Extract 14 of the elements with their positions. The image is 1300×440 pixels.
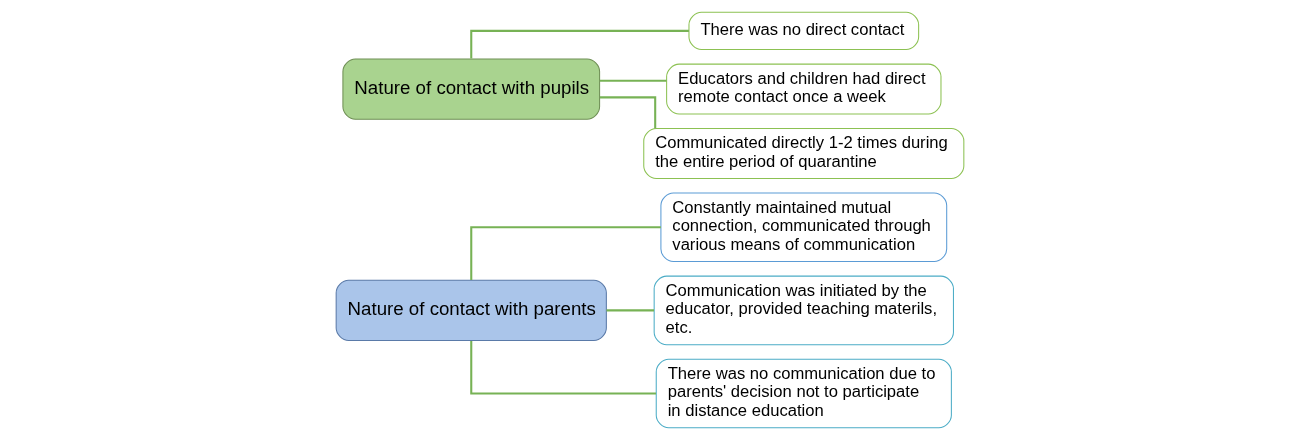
node-box: There was no direct contact xyxy=(688,11,920,51)
node-box: Educators and children had direct remote contact once a week xyxy=(666,63,942,115)
node-box: Nature of contact with parents xyxy=(335,279,607,342)
node-box: There was no communication due to parents' decision not to participate in distance education xyxy=(655,358,952,429)
connector xyxy=(606,309,654,312)
node-box: Communicated directly 1-2 times during the entire period of quarantine xyxy=(643,128,965,179)
connector xyxy=(470,226,661,280)
connector xyxy=(599,79,667,82)
connector xyxy=(600,96,657,129)
node-box: Communication was initiated by the educator, provided teaching materils, etc. xyxy=(653,275,954,346)
node-box: Constantly maintained mutual connection, communicated through various means of communication xyxy=(660,192,948,263)
connector xyxy=(470,29,689,59)
connector xyxy=(470,340,656,395)
node-box: Nature of contact with pupils xyxy=(342,58,601,120)
